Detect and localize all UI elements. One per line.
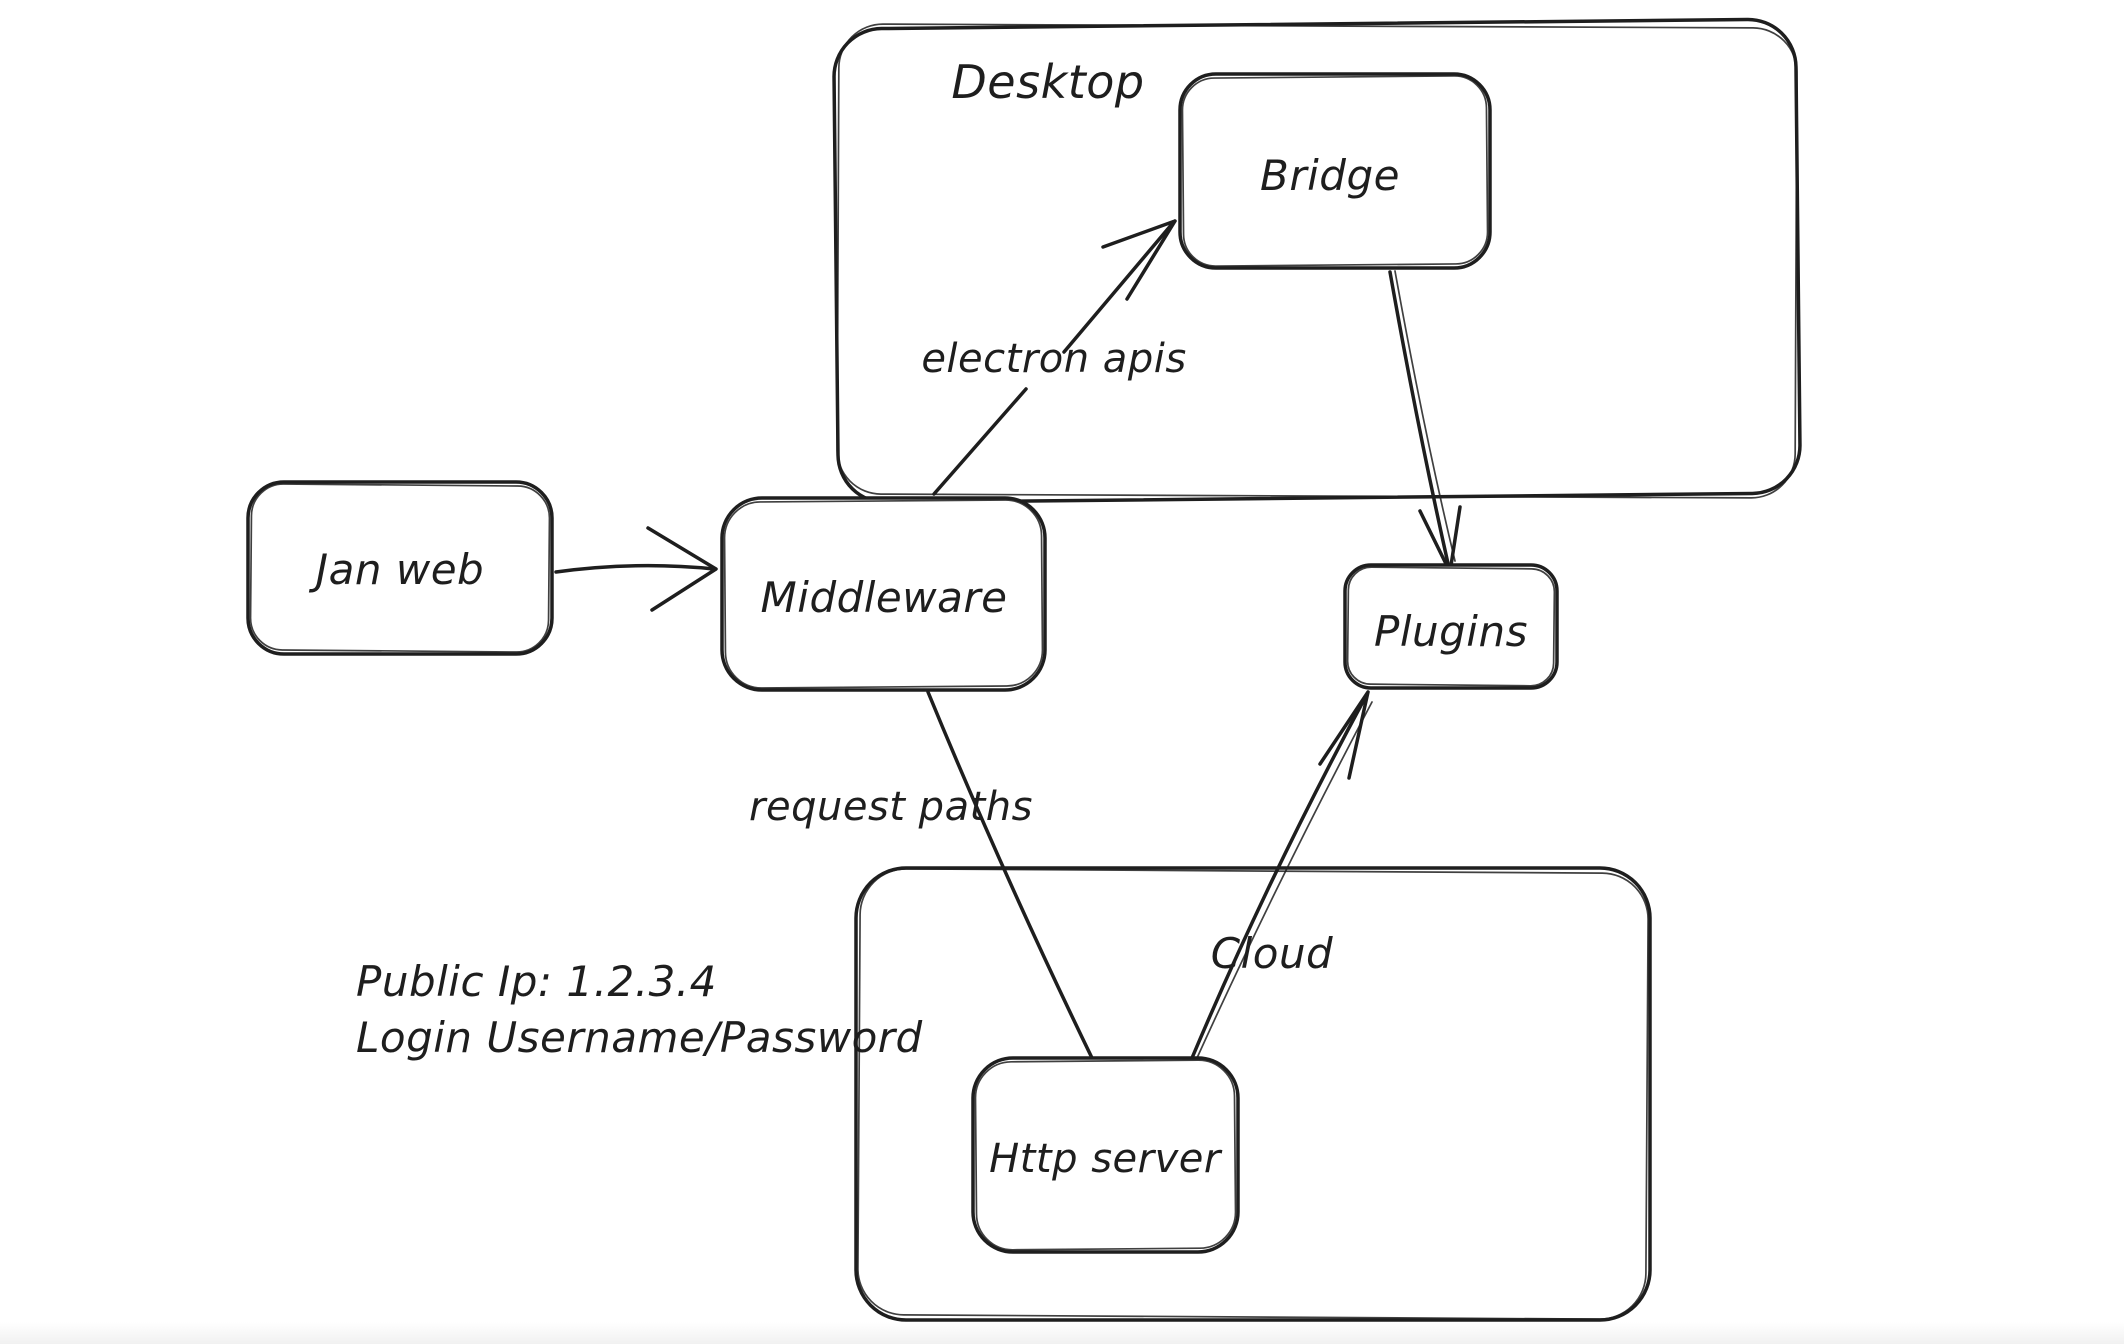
node-plugins-box[interactable]: [1343, 563, 1559, 690]
edge-httpserver-plugins-line: [1190, 694, 1368, 1060]
edge-bridge-plugins-line: [1388, 270, 1451, 570]
node-http-server-box-sketch: [974, 1059, 1237, 1251]
node-jan-web-label: Jan web: [309, 545, 484, 594]
node-jan-web-box-sketch: [249, 483, 551, 653]
node-bridge[interactable]: Bridge: [1178, 72, 1492, 270]
edge-janweb-middleware-line: [554, 563, 716, 574]
node-middleware-label: Middleware: [761, 573, 1008, 622]
node-bridge-box-sketch: [1181, 75, 1489, 267]
node-http-server[interactable]: Http server: [971, 1056, 1240, 1254]
node-middleware[interactable]: Middleware: [720, 496, 1047, 692]
edge-httpserver-plugins-line-sketch: [1196, 701, 1373, 1059]
edge-bridge-plugins[interactable]: [1388, 270, 1462, 574]
edge-label-request-paths: request paths: [749, 784, 1033, 830]
edge-middleware-bridge-line-upper: [1062, 222, 1174, 354]
node-bridge-box[interactable]: [1178, 72, 1492, 270]
node-plugins[interactable]: Plugins: [1343, 563, 1559, 690]
node-http-server-box[interactable]: [971, 1056, 1240, 1254]
edge-bridge-plugins-line-sketch: [1394, 270, 1456, 562]
edge-bridge-plugins-arrowhead: [1418, 505, 1462, 574]
edge-label-electron-apis: electron apis: [921, 336, 1186, 382]
container-desktop-box-sketch: [836, 23, 1798, 499]
edge-middleware-bridge[interactable]: electron apis: [921, 219, 1186, 496]
annotation-block[interactable]: Public Ip: 1.2.3.4 Login Username/Passwo…: [356, 957, 923, 1062]
node-plugins-box-sketch: [1346, 566, 1556, 687]
edge-janweb-middleware[interactable]: [554, 526, 718, 612]
edge-middleware-bridge-line-lower: [932, 387, 1028, 496]
page-bottom-strip: [0, 1322, 2124, 1344]
edge-httpserver-plugins[interactable]: [1190, 690, 1373, 1060]
annotation-login: Login Username/Password: [356, 1013, 923, 1062]
node-middleware-box[interactable]: [720, 496, 1047, 692]
edge-httpserver-plugins-arrowhead: [1318, 690, 1370, 780]
node-jan-web[interactable]: Jan web: [246, 480, 554, 656]
edge-janweb-middleware-arrowhead: [646, 526, 718, 612]
node-jan-web-box[interactable]: [246, 480, 554, 656]
node-http-server-label: Http server: [989, 1136, 1223, 1182]
edge-middleware-httpserver-line: [926, 690, 1094, 1060]
node-plugins-label: Plugins: [1374, 607, 1528, 656]
edge-middleware-bridge-arrowhead: [1101, 219, 1177, 301]
node-bridge-label: Bridge: [1260, 151, 1400, 200]
container-desktop-label: Desktop: [951, 55, 1144, 109]
edge-middleware-httpserver[interactable]: request paths: [749, 690, 1094, 1060]
node-middleware-box-sketch: [723, 499, 1044, 689]
annotation-public-ip: Public Ip: 1.2.3.4: [356, 957, 717, 1006]
container-cloud-box-sketch: [857, 868, 1649, 1320]
